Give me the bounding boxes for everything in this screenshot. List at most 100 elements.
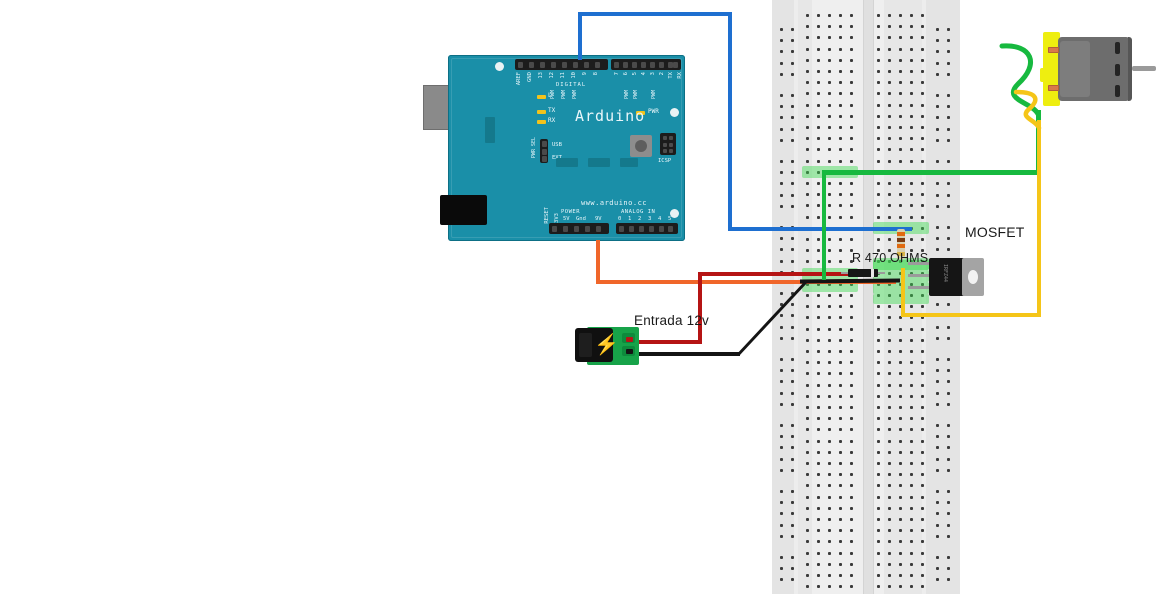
- digital-header-title: DIGITAL: [556, 82, 587, 88]
- wire-yellow-seg-vertical-board[interactable]: [901, 268, 905, 316]
- wire-blue-seg-vertical-right[interactable]: [728, 12, 732, 231]
- pin-label-8: 8: [593, 72, 599, 76]
- icsp-label: ICSP: [658, 158, 672, 164]
- pwr-sel-label: PWR SEL: [531, 137, 537, 159]
- pin-label-tx: TX: [668, 72, 674, 79]
- arduino-brand-text: Arduino: [575, 107, 646, 125]
- led-tx: [537, 110, 546, 114]
- barrel-jack-connector[interactable]: [575, 328, 613, 362]
- motor-vent-3: [1115, 85, 1120, 97]
- pwm-mark-10: PWM: [561, 90, 567, 100]
- motor-terminal-negative[interactable]: [1048, 85, 1059, 91]
- wire-red-seg-to-breadboard[interactable]: [698, 272, 878, 276]
- wire-orange-seg-horizontal[interactable]: [596, 280, 896, 284]
- pin-label-9: 9: [582, 72, 588, 76]
- diode-cathode-band: [871, 269, 874, 277]
- icsp-header[interactable]: [660, 133, 676, 155]
- chip-decor-4: [620, 158, 638, 167]
- pin-label-3: 3: [650, 72, 656, 76]
- mosfet-label: MOSFET: [965, 224, 1025, 240]
- pin-label-7: 7: [614, 72, 620, 76]
- digital-header-left[interactable]: [515, 59, 608, 70]
- reset-button[interactable]: [630, 135, 652, 157]
- mosfet-leg-drain: [908, 274, 930, 277]
- resistor-band-1: [897, 232, 905, 236]
- pwm-mark-5: PWM: [633, 90, 639, 100]
- pin-label-4: 4: [641, 72, 647, 76]
- power-header[interactable]: [549, 223, 609, 234]
- mosfet-leg-source: [908, 286, 930, 289]
- power-jack-terminal-positive[interactable]: [626, 337, 633, 342]
- wire-green-seg-vertical-board[interactable]: [822, 172, 826, 280]
- mounting-hole-bottom: [670, 209, 679, 218]
- motor-vent-2: [1115, 64, 1120, 76]
- pin-label-rx: RX: [677, 72, 683, 79]
- wire-blue-seg-to-breadboard[interactable]: [728, 227, 912, 231]
- motor-shaft: [1132, 66, 1156, 71]
- led-label-tx: TX: [548, 107, 556, 114]
- mounting-hole-top: [495, 62, 504, 71]
- mosfet-leg-gate: [908, 262, 930, 265]
- arduino-power-jack: [440, 195, 487, 225]
- pin-label-3v3: 3V3: [554, 213, 560, 223]
- wire-yellow-curve-to-motor[interactable]: [1012, 84, 1046, 131]
- led-pwr: [636, 111, 645, 115]
- flyback-diode[interactable]: [841, 269, 885, 277]
- wire-green-curve-to-motor[interactable]: [998, 38, 1044, 117]
- pin-label-10: 10: [571, 72, 577, 79]
- wire-blue-seg-horizontal-top[interactable]: [578, 12, 732, 16]
- power-jack-terminal-negative[interactable]: [626, 349, 633, 354]
- analog-header-title: ANALOG IN: [621, 209, 656, 215]
- wire-black-seg-from-jack[interactable]: [630, 352, 740, 356]
- pin-label-gnd-power: Gnd: [576, 216, 586, 222]
- wire-blue-seg-vertical-left[interactable]: [578, 12, 582, 60]
- motor-cap-nub: [1040, 68, 1050, 82]
- pin-label-gnd: GND: [527, 72, 533, 82]
- pwm-mark-3: PWM: [651, 90, 657, 100]
- power-input-label: Entrada 12v: [634, 313, 709, 328]
- led-l: [537, 95, 546, 99]
- wire-yellow-seg-horizontal[interactable]: [901, 313, 1041, 317]
- wire-green-seg-horizontal[interactable]: [822, 170, 1040, 175]
- led-label-pwr: PWR: [648, 108, 659, 115]
- analog-label-4: 4: [658, 216, 662, 222]
- resistor-band-2: [897, 238, 905, 242]
- arduino-url-text: www.arduino.cc: [581, 199, 648, 207]
- motor-housing-edge: [1128, 37, 1132, 101]
- jumper-label-usb: USB: [552, 142, 562, 148]
- pin-label-9v: 9V: [595, 216, 602, 222]
- chip-decor-3: [588, 158, 610, 167]
- breadboard[interactable]: [772, 0, 960, 594]
- pin-label-13: 13: [538, 72, 544, 79]
- analog-label-3: 3: [648, 216, 652, 222]
- motor-terminal-positive[interactable]: [1048, 47, 1059, 53]
- analog-label-2: 2: [638, 216, 642, 222]
- pin-label-12: 12: [549, 72, 555, 79]
- wire-red-seg-vertical[interactable]: [698, 272, 702, 344]
- diode-lead-left: [841, 272, 848, 274]
- resistor-470-ohms[interactable]: [897, 229, 905, 259]
- pwr-sel-jumper[interactable]: [540, 139, 548, 163]
- lightning-bolt-icon: ⚡: [594, 334, 619, 356]
- pin-label-5v: 5V: [563, 216, 570, 222]
- chip-decor-2: [556, 158, 578, 167]
- pin-label-aref: AREF: [516, 72, 522, 86]
- resistor-label: R 470 OHMS: [852, 251, 929, 265]
- analog-header[interactable]: [616, 223, 678, 234]
- resistor-band-3: [897, 244, 905, 248]
- led-rx: [537, 120, 546, 124]
- arduino-uno-board[interactable]: AREF GND 13 12 11 10 9 8 7 6 5 4 3 2 TX …: [423, 55, 685, 241]
- mosfet-part-marking: IRFZ44: [942, 264, 948, 283]
- analog-label-5: 5: [668, 216, 672, 222]
- pin-label-11: 11: [560, 72, 566, 79]
- power-header-title: POWER: [561, 209, 581, 215]
- wire-red-seg-from-jack[interactable]: [630, 340, 702, 344]
- analog-label-0: 0: [618, 216, 622, 222]
- pin-label-6: 6: [623, 72, 629, 76]
- pwm-mark-6: PWM: [624, 90, 630, 100]
- wire-orange-seg-vertical[interactable]: [596, 240, 600, 284]
- digital-header-right[interactable]: [611, 59, 681, 70]
- pin-label-5: 5: [632, 72, 638, 76]
- wire-yellow-seg-vertical-motor[interactable]: [1037, 120, 1041, 316]
- mosfet-heatsink-tab: [962, 258, 984, 296]
